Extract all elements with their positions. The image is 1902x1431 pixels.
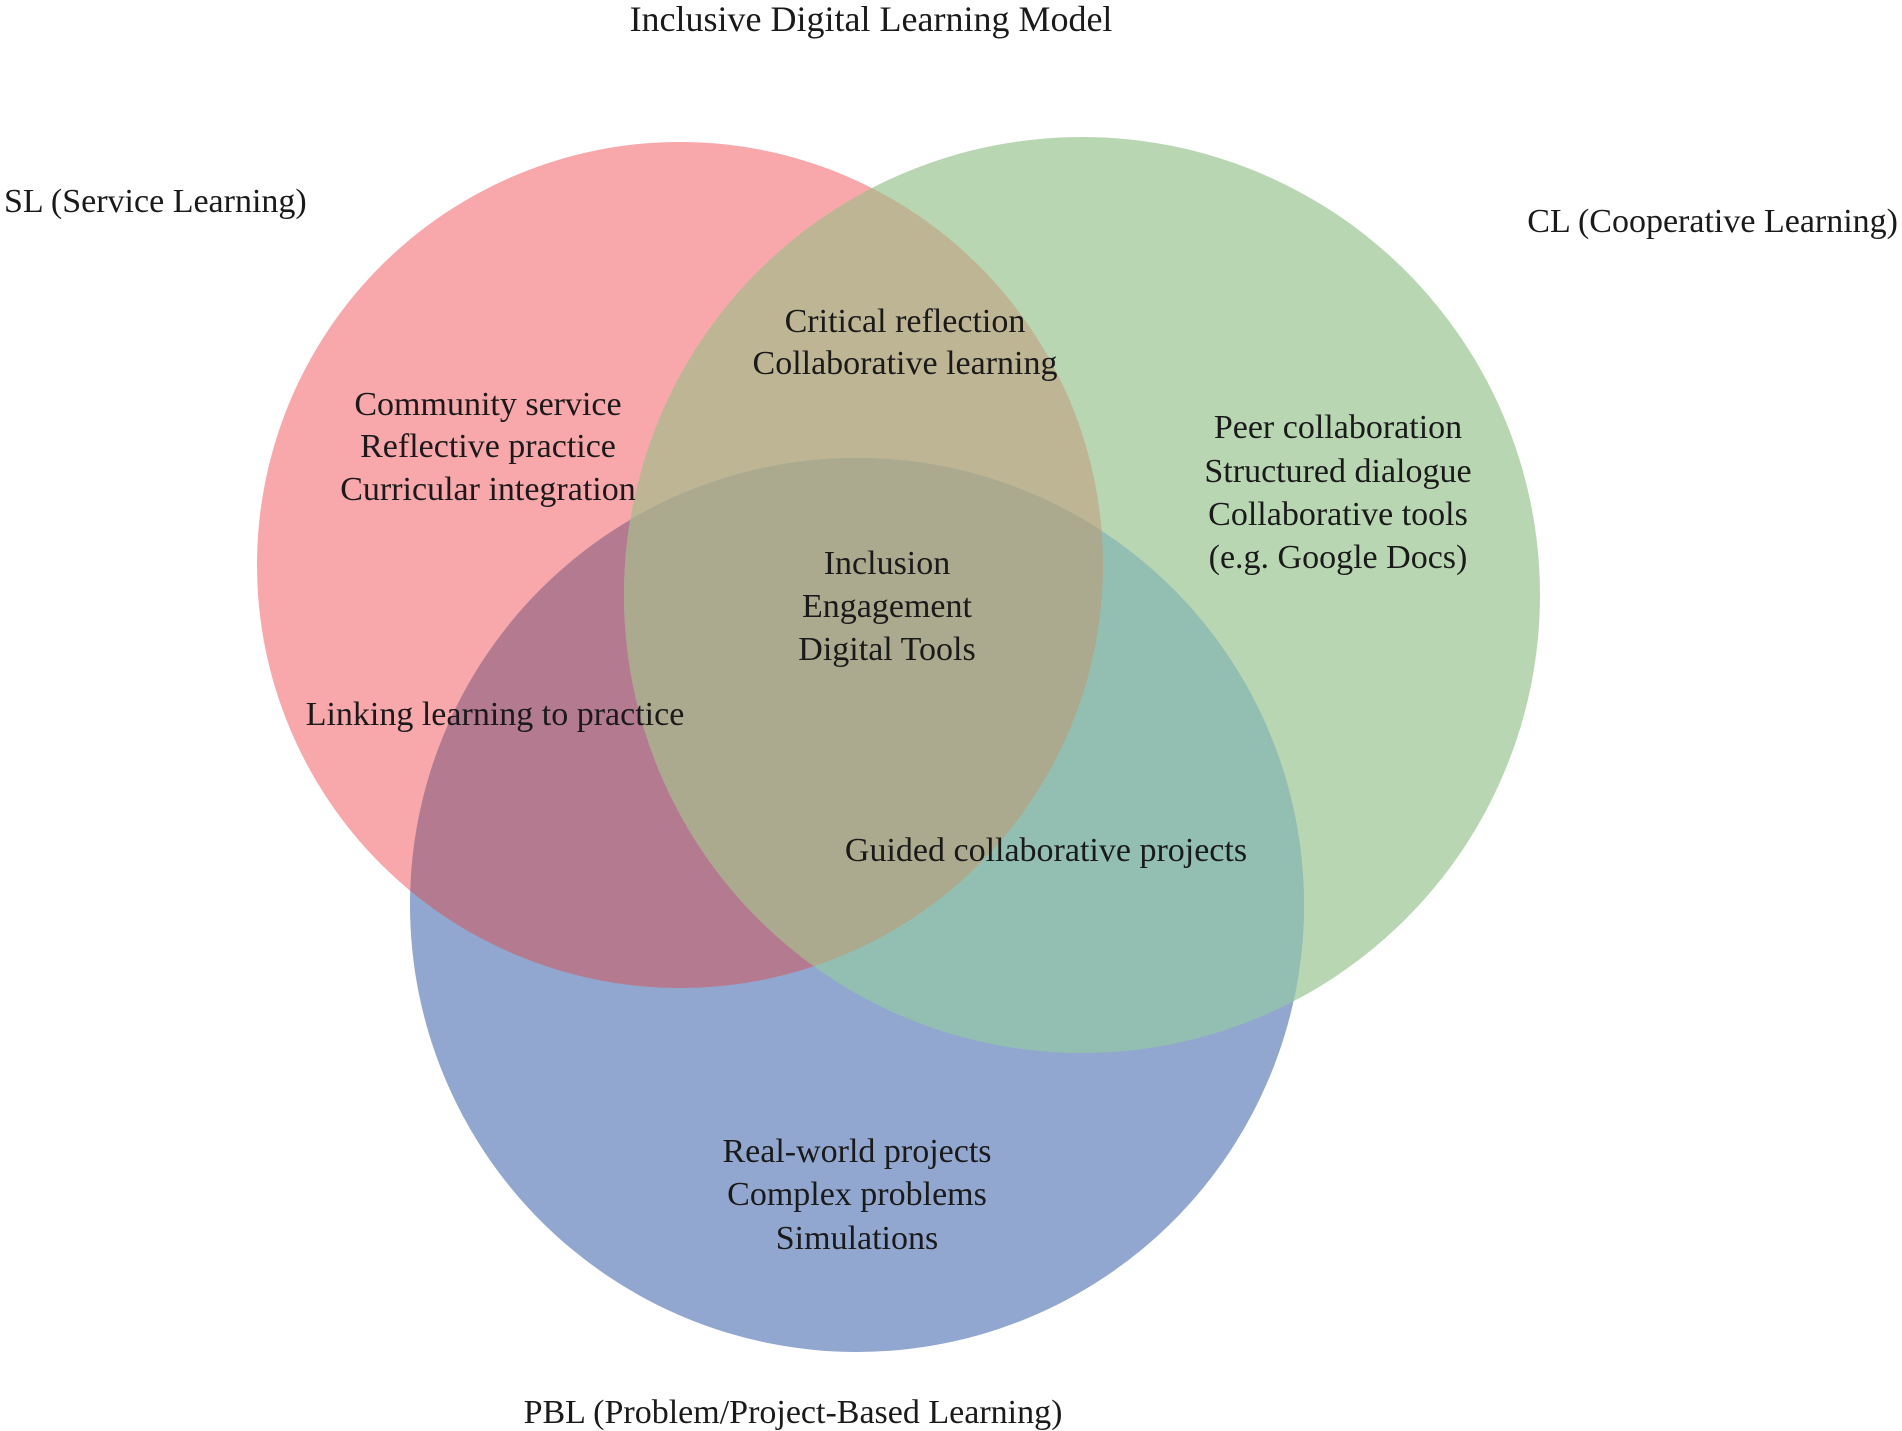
region-cl-only-line-1: Peer collaboration (1214, 409, 1462, 446)
label-cl: CL (Cooperative Learning) (1527, 203, 1898, 240)
region-sl-only-line-1: Community service (354, 386, 621, 423)
region-cl-only-line-3: Collaborative tools (1208, 496, 1468, 533)
region-pbl-only-line-1: Real-world projects (722, 1133, 991, 1170)
region-sl-only-line-3: Curricular integration (340, 471, 636, 508)
page-title: Inclusive Digital Learning Model (630, 0, 1113, 39)
region-pbl-only-line-2: Complex problems (727, 1176, 987, 1213)
label-pbl: PBL (Problem/Project-Based Learning) (524, 1394, 1063, 1431)
region-pbl-only-line-3: Simulations (776, 1220, 938, 1257)
region-sl-cl-line-1: Critical reflection (785, 303, 1026, 340)
region-cl-only-line-2: Structured dialogue (1204, 453, 1471, 490)
region-cl-only-line-4: (e.g. Google Docs) (1209, 539, 1468, 576)
region-center-line-1: Inclusion (824, 545, 951, 582)
venn-region-center (624, 458, 1103, 988)
region-sl-cl-line-2: Collaborative learning (753, 345, 1058, 382)
region-sl-only-line-2: Reflective practice (360, 428, 616, 465)
label-sl: SL (Service Learning) (4, 183, 307, 220)
region-center-line-2: Engagement (802, 588, 972, 625)
region-sl-pbl-line-1: Linking learning to practice (306, 696, 685, 733)
region-cl-pbl-line-1: Guided collaborative projects (845, 832, 1247, 869)
region-center-line-3: Digital Tools (798, 631, 975, 668)
